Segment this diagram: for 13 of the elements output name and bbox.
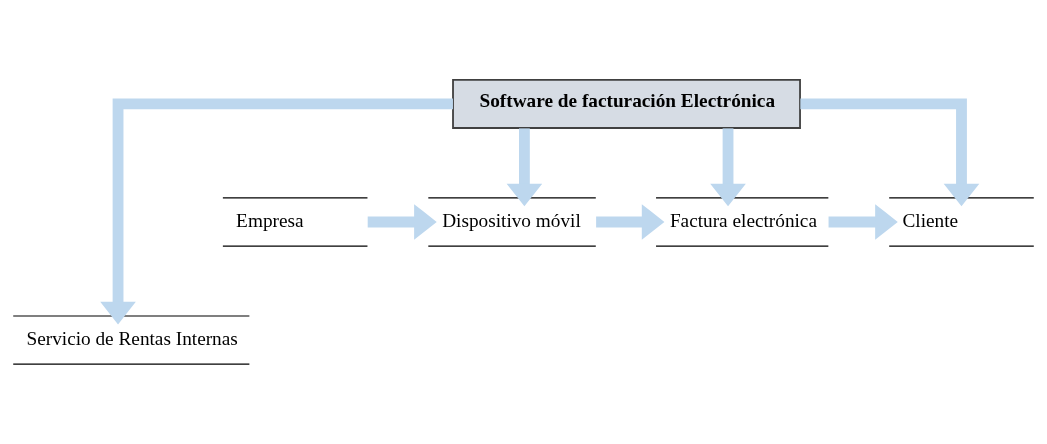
- node-box: Software de facturación Electrónica: [452, 78, 801, 129]
- arrow: [506, 128, 543, 207]
- node-text: Cliente: [902, 209, 959, 231]
- arrow: [710, 128, 746, 207]
- arrow: [596, 204, 665, 240]
- arrow: [367, 204, 437, 240]
- arrow: [828, 204, 898, 240]
- arrow: [100, 98, 453, 325]
- node-text: Servicio de Rentas Internas: [26, 327, 238, 349]
- node-text: Factura electrónica: [669, 209, 817, 231]
- node-text: Dispositivo móvil: [442, 209, 581, 231]
- arrow: [800, 98, 980, 207]
- node-text: Empresa: [236, 209, 304, 231]
